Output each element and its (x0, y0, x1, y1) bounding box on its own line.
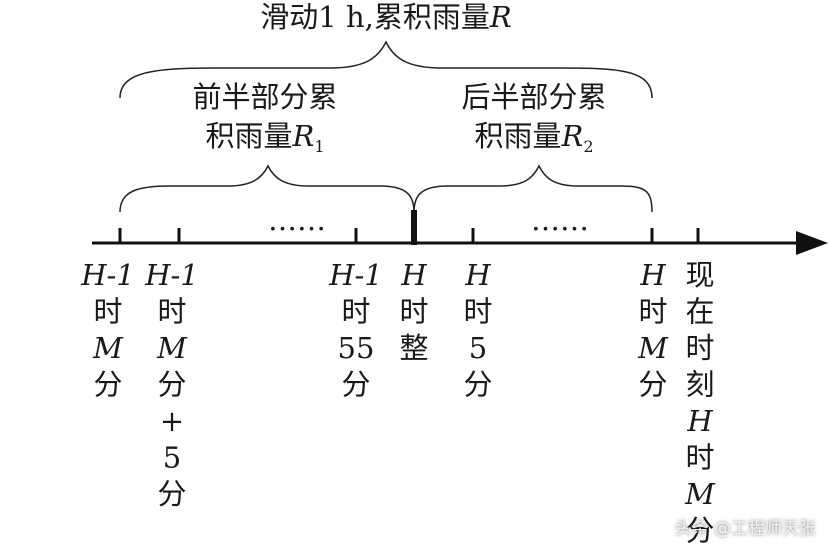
tick-label-line: M (156, 331, 188, 365)
tick-label-line: H-1 (328, 258, 383, 292)
back-label-line1: 后半部分累 (461, 80, 606, 114)
tick-label-line: M (637, 331, 669, 365)
back-label-line2: 积雨量R2 (474, 119, 593, 156)
tick-label-line: M (92, 331, 124, 365)
front-label-line2: 积雨量R1 (205, 119, 324, 156)
tick-label-line: 分 (638, 368, 667, 402)
tick-label-line: H (400, 258, 427, 292)
tick-label-line: 时 (685, 331, 714, 365)
tick-label-line: H (464, 258, 491, 292)
ellipsis-back: …… (531, 203, 589, 237)
front-label-line1: 前半部分累 (192, 80, 337, 114)
watermark: 头条 @工程师天张 (674, 519, 816, 539)
tick-label-line: H (686, 404, 713, 438)
tick-label-line: 现 (685, 258, 714, 292)
tick-label-line: 分 (463, 368, 492, 402)
tick-label-line: 分 (685, 514, 714, 548)
tick-label-line: 时 (157, 295, 186, 329)
tick-label-line: 整 (399, 331, 428, 365)
tick-labels: H-1时M分H-1时M分+5分H-1时55分H时整H时5分H时M分现在时刻H时M… (80, 258, 716, 548)
tick-label-line: 分 (341, 368, 370, 402)
ellipsis-front: …… (268, 203, 326, 237)
tick-label-line: 时 (341, 295, 370, 329)
tick-label-line: 时 (463, 295, 492, 329)
tick-label-line: 在 (685, 295, 714, 329)
axis-arrowhead (796, 231, 828, 255)
tick-label-column: H时整 (399, 258, 428, 365)
tick-label-line: 5 (469, 331, 487, 365)
tick-label-line: H-1 (80, 258, 135, 292)
tick-label-line: 55 (338, 331, 375, 365)
tick-label-line: 5 (163, 441, 181, 475)
tick-label-line: 时 (93, 295, 122, 329)
tick-label-line: H (639, 258, 666, 292)
tick-label-line: 时 (638, 295, 667, 329)
tick-label-line: 刻 (685, 368, 714, 402)
tick-label-line: H-1 (144, 258, 199, 292)
top-label: 滑动1 h,累积雨量R (260, 0, 511, 34)
tick-label-line: 分 (93, 368, 122, 402)
top-brace (119, 40, 653, 99)
tick-label-line: 分 (157, 368, 186, 402)
tick-label-line: + (160, 404, 184, 438)
tick-label-line: 时 (399, 295, 428, 329)
tick-label-line: 时 (685, 441, 714, 475)
front-brace (119, 164, 415, 213)
back-brace (413, 164, 653, 213)
tick-label-line: M (684, 477, 716, 511)
tick-label-line: 分 (157, 477, 186, 511)
